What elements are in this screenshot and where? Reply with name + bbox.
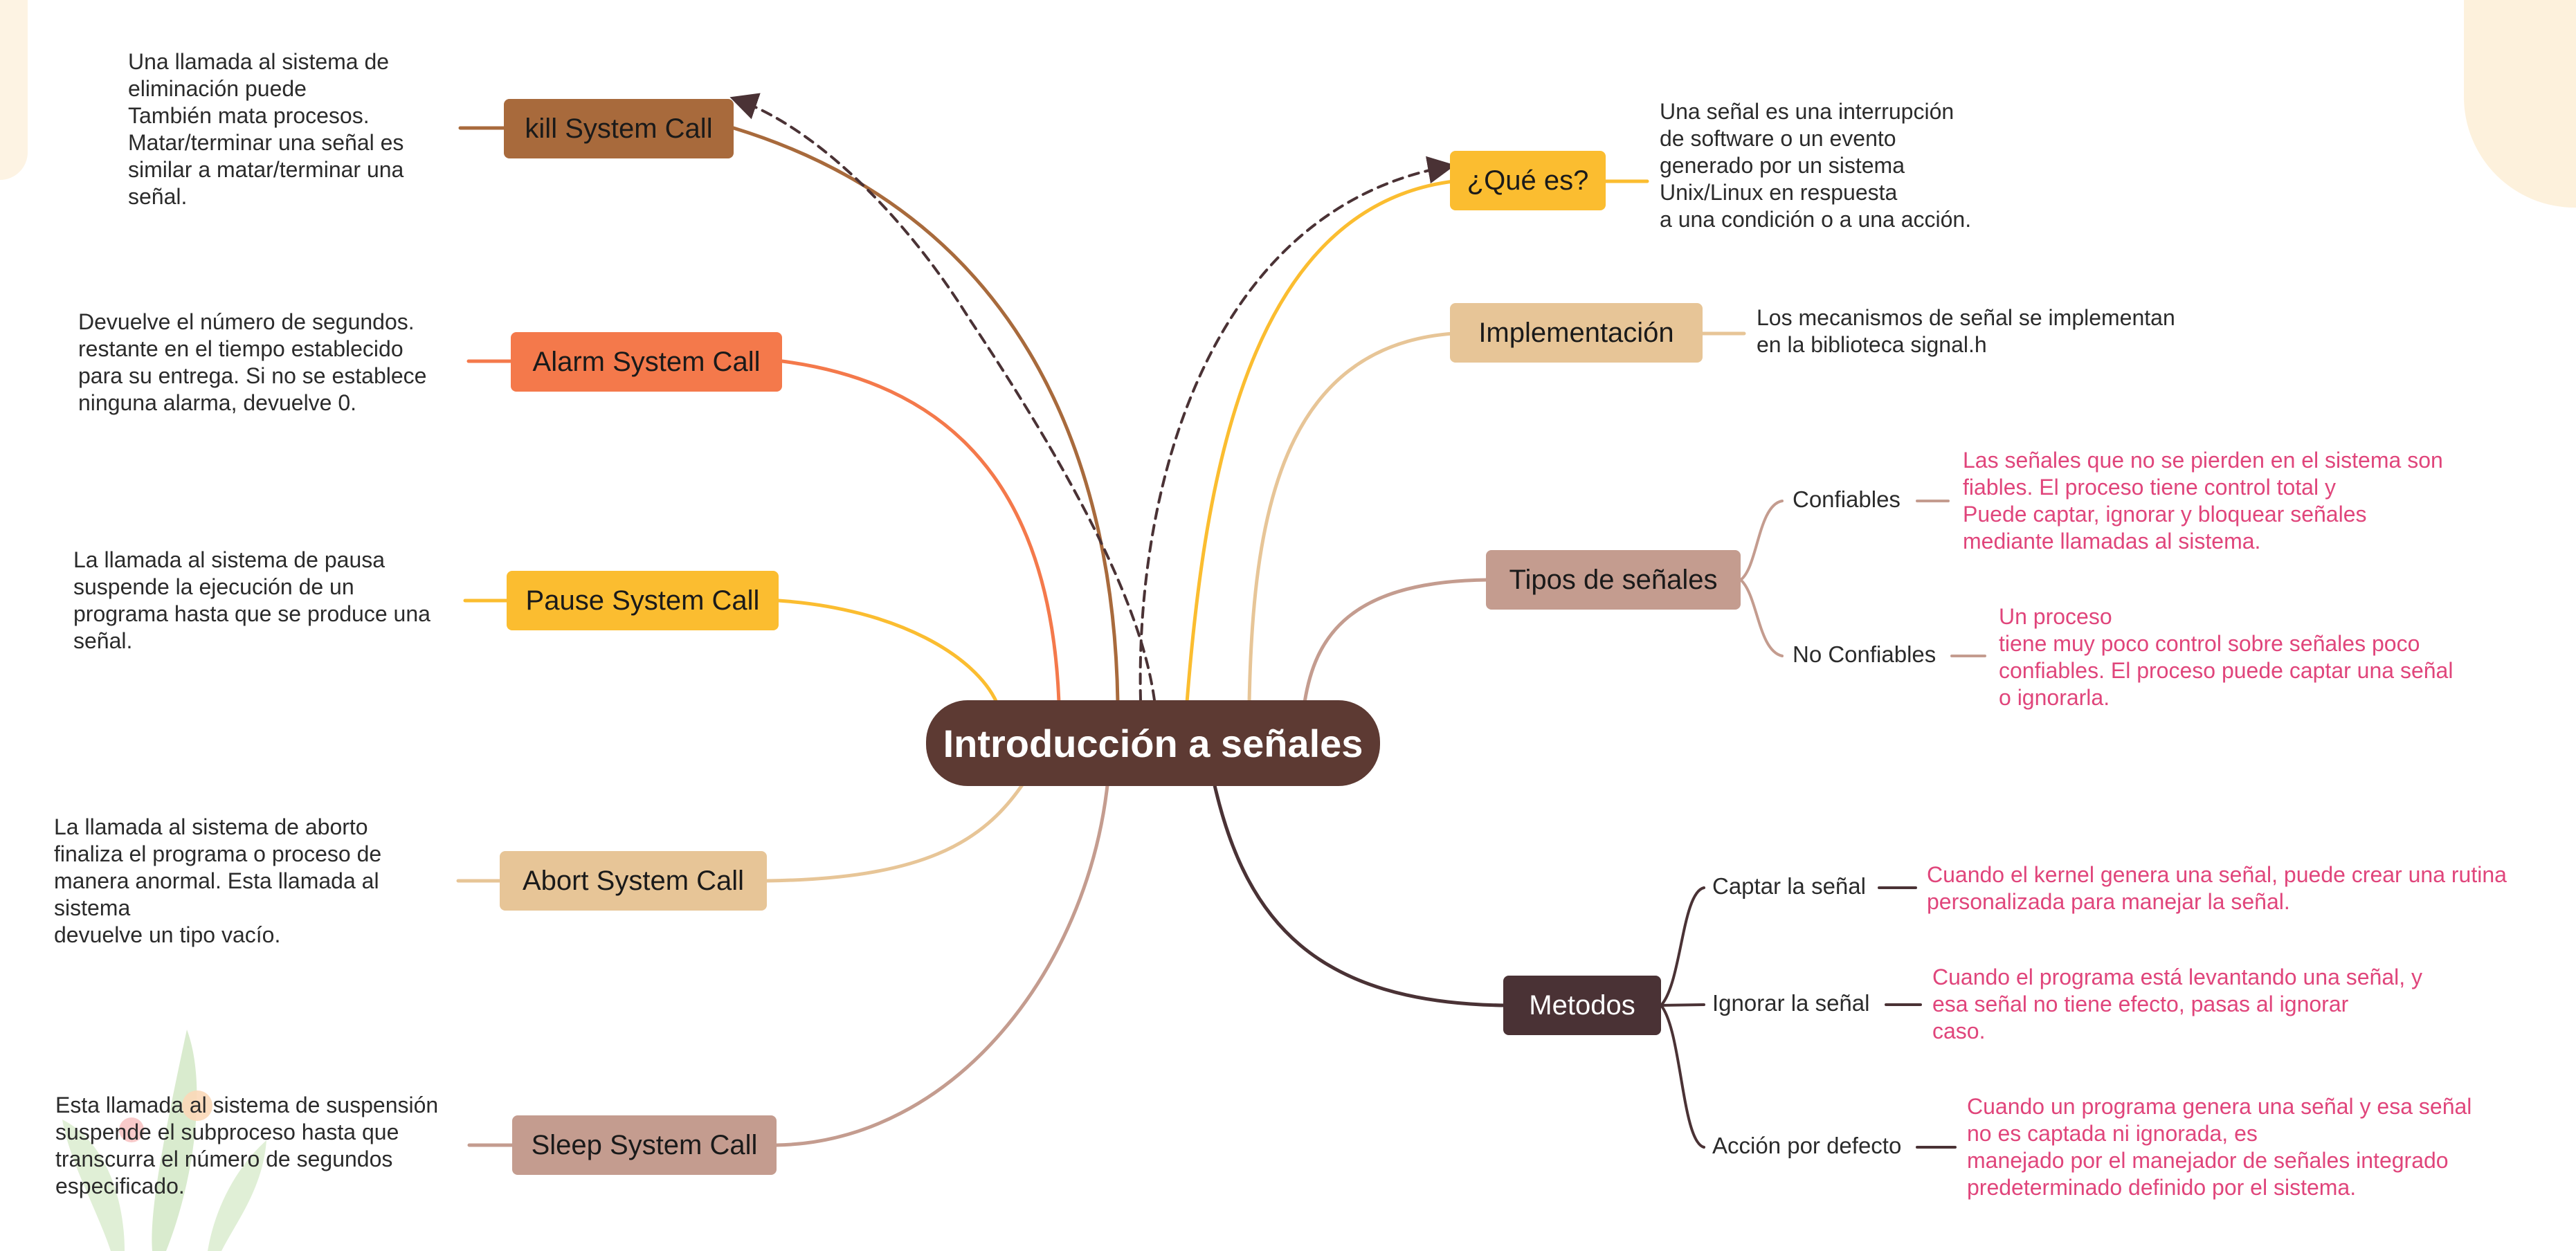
topic-pause-system-call[interactable]: Pause System Call [507,571,779,630]
desc-sleep: Esta llamada al sistema de suspensión su… [55,1093,439,1198]
connector-abort [765,780,1026,883]
root-topic[interactable]: Introducción a señales [926,700,1380,786]
connector-que-es [1185,179,1455,704]
subtopic-ignorar-la-senal[interactable]: Ignorar la señal [1712,990,1870,1016]
connector-confiables [1739,500,1784,581]
connector-pause [777,599,999,704]
dashed-arrow-to-kill [729,93,1156,702]
dashed-arrow-to-que-es [1139,156,1455,702]
topic-sleep-system-call[interactable]: Sleep System Call [512,1115,777,1175]
topic-tipos-de-senales[interactable]: Tipos de señales [1486,550,1741,610]
topic-kill-system-call[interactable]: kill System Call [504,99,734,158]
desc-pause: La llamada al sistema de pausa suspende … [73,547,430,653]
subtopic-no-confiables[interactable]: No Confiables [1793,641,1936,667]
topic-implementacion[interactable]: Implementación [1450,303,1703,363]
topic-alarm-system-call[interactable]: Alarm System Call [511,332,782,392]
subtopic-captar-la-senal[interactable]: Captar la señal [1712,873,1866,899]
connector-captar [1660,886,1705,1007]
desc-alarm: Devuelve el número de segundos. restante… [78,309,427,415]
topic-abort-system-call[interactable]: Abort System Call [500,851,767,911]
subtopic-accion-por-defecto[interactable]: Acción por defecto [1712,1133,1902,1158]
connector-accion [1660,1004,1705,1149]
subtopic-confiables[interactable]: Confiables [1793,486,1901,512]
connector-tipos [1303,578,1490,704]
connector-sleep [774,783,1109,1147]
connector-no-confiables [1739,578,1784,657]
connector-alarm [780,359,1061,704]
topic-metodos[interactable]: Metodos [1503,976,1661,1035]
topic-que-es[interactable]: ¿Qué es? [1450,151,1606,210]
desc-no-confiables: Un proceso tiene muy poco control sobre … [1999,604,2453,710]
desc-ignorar-la-senal: Cuando el programa está levantando una s… [1932,965,2423,1043]
desc-implementacion: Los mecanismos de señal se implementan e… [1757,305,2175,357]
desc-confiables: Las señales que no se pierden en el sist… [1963,448,2443,554]
desc-abort: La llamada al sistema de aborto finaliza… [54,814,382,947]
desc-que-es: Una señal es una interrupción de softwar… [1660,99,1972,232]
connector-implementacion [1247,331,1455,704]
desc-captar-la-senal: Cuando el kernel genera una señal, puede… [1927,862,2507,914]
connector-metodos [1213,783,1507,1007]
connector-kill [732,126,1120,704]
desc-accion-por-defecto: Cuando un programa genera una señal y es… [1967,1094,2472,1200]
desc-kill: Una llamada al sistema de eliminación pu… [128,49,404,209]
